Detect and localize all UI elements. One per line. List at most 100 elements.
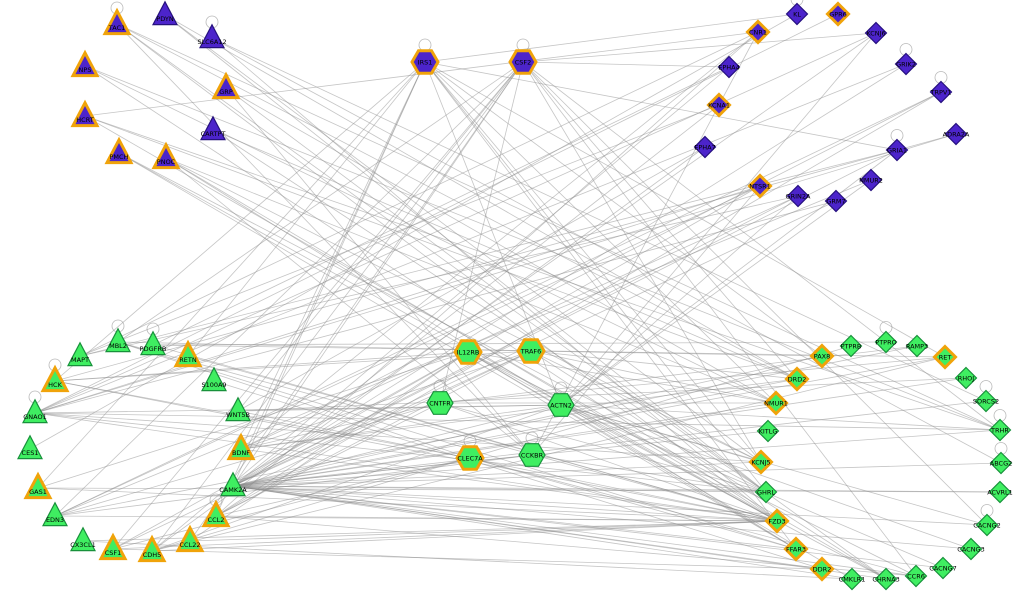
triangle-node-shape bbox=[201, 366, 227, 392]
node-CACNG3[interactable]: CACNG3 bbox=[957, 537, 985, 561]
node-KCNJ5[interactable]: KCNJ5 bbox=[748, 449, 774, 475]
node-PDYN[interactable]: PDYN bbox=[152, 0, 178, 26]
triangle-node-shape bbox=[137, 534, 167, 563]
edge bbox=[232, 485, 972, 550]
edge bbox=[240, 402, 441, 450]
diamond-node-shape bbox=[905, 334, 929, 358]
hexagon-node-shape bbox=[410, 49, 440, 75]
diamond-node-shape bbox=[825, 1, 851, 27]
edge bbox=[211, 37, 987, 402]
diamond-node-shape bbox=[859, 168, 883, 192]
edge bbox=[439, 402, 767, 493]
edge bbox=[530, 350, 887, 580]
node-SORCS2[interactable]: SORCS2 bbox=[973, 380, 999, 413]
hexagon-node-shape bbox=[518, 443, 546, 467]
node-TRAF6[interactable]: TRAF6 bbox=[516, 338, 546, 364]
edge bbox=[152, 66, 730, 346]
node-HCRT[interactable]: HCRT bbox=[70, 99, 100, 128]
edge bbox=[84, 65, 1001, 431]
node-TRPV1[interactable]: TRPV1 bbox=[930, 71, 953, 104]
node-CX3CL1[interactable]: CX3CL1 bbox=[70, 526, 96, 552]
node-GRM7[interactable]: GRM7 bbox=[824, 189, 848, 213]
edge bbox=[522, 61, 730, 68]
diamond-node-shape bbox=[954, 366, 978, 390]
triangle-node-shape bbox=[151, 141, 181, 170]
edge bbox=[37, 351, 469, 489]
diamond-node-shape bbox=[989, 451, 1013, 475]
node-IRS1[interactable]: IRS1 bbox=[410, 38, 440, 75]
node-ACVRL1[interactable]: ACVRL1 bbox=[987, 480, 1013, 504]
edge bbox=[165, 157, 777, 404]
node-NMUR1[interactable]: NMUR1 bbox=[763, 390, 789, 416]
diamond-node-shape bbox=[874, 330, 898, 354]
node-CCR6[interactable]: CCR6 bbox=[904, 564, 928, 588]
node-HCK[interactable]: HCK bbox=[40, 358, 70, 393]
node-CES1[interactable]: CES1 bbox=[17, 434, 43, 460]
node-NPS[interactable]: NPS bbox=[70, 49, 100, 78]
node-CSF2[interactable]: CSF2 bbox=[508, 38, 538, 75]
node-PNOC[interactable]: PNOC bbox=[151, 141, 181, 170]
triangle-node-shape bbox=[105, 327, 131, 353]
node-NMUR2[interactable]: NMUR2 bbox=[859, 168, 883, 192]
edge bbox=[84, 115, 798, 380]
edge bbox=[34, 13, 839, 414]
node-KCNJ6[interactable]: KCNJ6 bbox=[864, 21, 888, 45]
edge bbox=[213, 380, 823, 570]
edge bbox=[54, 185, 761, 517]
triangle-node-shape bbox=[225, 396, 251, 422]
diamond-node-shape bbox=[756, 419, 780, 443]
node-KITLG[interactable]: KITLG bbox=[756, 419, 780, 443]
node-KCNA1[interactable]: KCNA1 bbox=[706, 92, 732, 118]
edge bbox=[232, 104, 720, 487]
edge bbox=[34, 404, 562, 414]
edge bbox=[34, 412, 778, 522]
diamond-node-shape bbox=[988, 480, 1012, 504]
edge bbox=[215, 61, 426, 517]
node-PMCH[interactable]: PMCH bbox=[104, 136, 134, 165]
edge bbox=[54, 380, 778, 522]
node-KL[interactable]: KL bbox=[785, 0, 809, 26]
edge bbox=[54, 380, 471, 459]
node-GPR6[interactable]: GPR6 bbox=[825, 1, 851, 27]
triangle-node-shape bbox=[70, 526, 96, 552]
node-RET[interactable]: RET bbox=[932, 344, 958, 370]
edge bbox=[151, 356, 946, 552]
edge-layer bbox=[29, 13, 1002, 580]
edge bbox=[34, 412, 767, 493]
node-GNAO1[interactable]: GNAO1 bbox=[22, 390, 48, 424]
edge bbox=[225, 87, 533, 456]
edge bbox=[560, 404, 762, 463]
edge bbox=[34, 412, 1001, 431]
edge bbox=[522, 61, 988, 526]
node-CCL2[interactable]: CCL2 bbox=[201, 493, 231, 528]
node-TRHR[interactable]: TRHR bbox=[988, 409, 1012, 442]
node-TAC1[interactable]: TAC1 bbox=[102, 1, 132, 36]
node-EPHA4[interactable]: EPHA4 bbox=[717, 55, 741, 79]
edge bbox=[232, 356, 946, 487]
edge bbox=[560, 195, 799, 406]
edge bbox=[151, 345, 852, 552]
triangle-node-shape bbox=[22, 398, 48, 424]
node-IL12RB[interactable]: IL12RB bbox=[453, 339, 483, 365]
node-CACNG7[interactable]: CACNG7 bbox=[929, 556, 957, 580]
edge bbox=[232, 404, 562, 487]
node-RHOJ[interactable]: RHOJ bbox=[954, 366, 978, 390]
edge bbox=[237, 61, 524, 412]
node-CNR1[interactable]: CNR1 bbox=[745, 19, 771, 45]
diamond-node-shape bbox=[809, 556, 835, 582]
node-DDR2[interactable]: DDR2 bbox=[809, 556, 835, 582]
node-RAMP3[interactable]: RAMP3 bbox=[905, 334, 929, 358]
triangle-node-shape bbox=[70, 99, 100, 128]
node-ADRA2A[interactable]: ADRA2A bbox=[943, 122, 970, 146]
edge bbox=[54, 515, 778, 522]
diamond-node-shape bbox=[748, 449, 774, 475]
node-GRIK2[interactable]: GRIK2 bbox=[894, 43, 918, 76]
node-ABCG2[interactable]: ABCG2 bbox=[989, 442, 1013, 475]
edge bbox=[215, 31, 759, 517]
edge bbox=[232, 485, 944, 569]
node-EPHA7[interactable]: EPHA7 bbox=[693, 135, 717, 159]
node-CACNG2[interactable]: CACNG2 bbox=[973, 504, 1001, 537]
edge bbox=[240, 31, 759, 450]
